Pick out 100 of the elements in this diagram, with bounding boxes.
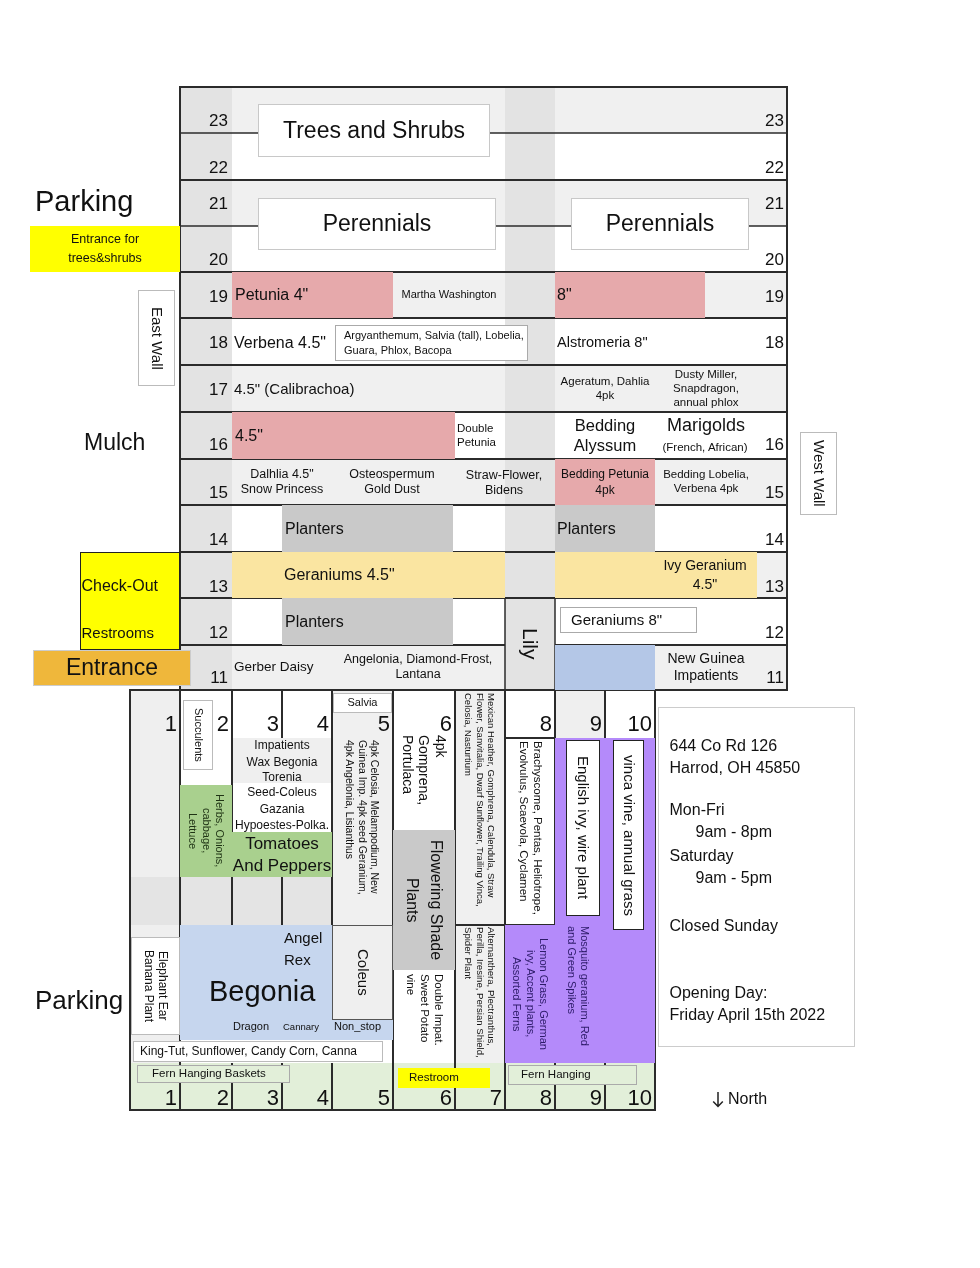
bed-label: Petunia 4" [235,285,309,305]
row-number: 21 [765,193,784,215]
plant-label: Marigolds [667,415,745,437]
row-number: 15 [765,482,784,504]
row-number: 14 [765,529,784,551]
row-number: 12 [209,622,228,644]
bed-label: Lemon Grass, German ivy, Accent plants, Assorted Ferns [510,937,550,1052]
plant-sign [560,607,697,633]
bed-label: Planters [285,611,344,632]
bed-label: English ivy, wire plant [574,756,592,900]
sign-label: Restroom [409,1071,459,1085]
plant-bed [232,272,393,318]
bed-label: Salvia [347,696,378,710]
bed-label: Flowering Shade Plants [403,838,446,963]
info-text: Mon-Fri [669,799,725,819]
plant-bed [393,830,455,970]
row-number: 11 [210,667,228,689]
column-number: 6 [439,1084,452,1112]
row-number: 11 [766,667,784,689]
column-number: 10 [627,1084,652,1112]
row-number: 15 [209,482,228,504]
sign-label: East Wall [147,306,166,370]
bed-label: Cannary [283,1021,319,1033]
plant-label: Alstromeria 8" [557,334,648,352]
plant-label: Seed-Coleus [247,785,317,800]
bed-label: Angel [284,929,323,947]
plant-label: Gerber Daisy [234,659,314,676]
plant-sign [335,325,528,361]
plant-label: Bedding Lobelia, Verbena 4pk [662,468,750,496]
row-number: 19 [209,286,228,308]
row-number: 16 [209,434,228,456]
row-number: 23 [765,110,784,132]
plant-bed [555,459,655,505]
plant-label: Osteospermum Gold Dust [348,467,436,497]
row-number: 23 [209,110,228,132]
area-label: Parking [35,985,124,1017]
section-sign [258,104,490,157]
sign-label: Restrooms [81,623,155,642]
plant-label: 4.5" (Calibrachoa) [234,380,355,398]
area-label: Parking [35,183,134,219]
plant-sign [131,937,180,1035]
bed-label: Mosquito geranium, Red and Green Spikes [565,926,592,1048]
planter-bed [555,505,655,552]
row-number: 14 [209,529,228,551]
bed-label: 4.5" [235,425,263,446]
column-number: 6 [439,710,452,736]
column-number: 8 [539,710,552,738]
bed-label: Planters [557,518,616,539]
row-number: 16 [765,434,784,456]
bed-label: Rex [284,951,311,969]
plant-label: Wax Begonia [246,755,318,770]
plant-label: Lily [517,628,543,660]
plant-bed [555,738,605,1063]
plant-label: Mexican Heather, Gomphrena, Calendula, Straw Flower, Sanvitalia, Dwarf Sunflower, Trailing Vinca, Celosia, Nasturtium [462,693,498,909]
row-number: 19 [765,286,784,308]
plant-label: Alternanthera, Plectranthus, Perilla, Iresine, Persian Shield, Spider Plant [462,927,498,1060]
plant-bed [232,412,455,459]
bed-label: Elephant Ear Banana Plant [141,948,170,1025]
bed-label: Argyanthemum, Salvia (tall), Lobelia, Guara, Phlox, Bacopa [344,327,525,358]
planter-bed [282,505,453,552]
section-sign [571,198,749,250]
planter-bed [282,598,453,645]
column-number: 5 [377,710,390,738]
plant-label: Ageratum, Dahlia 4pk [559,375,651,403]
bed-label: Fern Hanging Baskets [152,1067,266,1081]
bed-label: Tomatoes And Peppers [232,833,332,876]
wall-sign [138,290,175,386]
info-text: Friday April 15th 2022 [669,1004,826,1024]
plant-label: Brachyscome, Pentas, Heliotrope, Evolvulus, Scaevola, Cyclamen [517,741,544,917]
plant-label: 4pk Celosia, Melampodium, New Guinea Imp. 4pk seed Geranium, 4pk Angelonia, Lisianthus [343,740,382,897]
bed-label: Begonia [209,974,316,1009]
info-text: Closed Sunday [669,915,778,935]
plant-label: Hypoestes-Polka. [234,818,329,833]
column-number: 4 [316,710,329,738]
bed-label: Succulents [191,708,205,762]
bed-label: Coleus [353,949,372,996]
bed-label: Dragon [233,1020,270,1034]
plant-label: Double Impat. Sweet Potato vine [404,974,445,1048]
restroom-area [398,1068,490,1088]
plant-bed [505,925,555,1063]
plant-label: (French, African) [662,441,748,455]
bed-label: Planters [285,518,344,539]
plant-label: Impatients [254,738,310,753]
info-text: 644 Co Rd 126 Harrod, OH 45850 [669,735,802,778]
column-number: 3 [266,710,279,738]
plant-bed [180,785,232,877]
sign-label: West Wall [809,440,828,507]
plant-label: Straw-Flower, Bidens [464,468,544,498]
row-number: 13 [209,576,228,598]
bed-label: Geraniums 4.5" [284,565,395,585]
plant-bed [555,552,757,598]
plant-bed [605,738,655,1063]
sign-label: Perennials [605,210,715,238]
plant-label: Double Petunia [457,422,497,450]
plant-sign [133,1041,383,1062]
plant-label: 4pk Gomprena, Portulaca [398,735,450,808]
plant-label: Angelonia, Diamond-Frost, Lantana [342,652,494,682]
area-label: Mulch [84,429,146,457]
plant-bed [232,552,505,598]
checkout-area [80,552,180,650]
